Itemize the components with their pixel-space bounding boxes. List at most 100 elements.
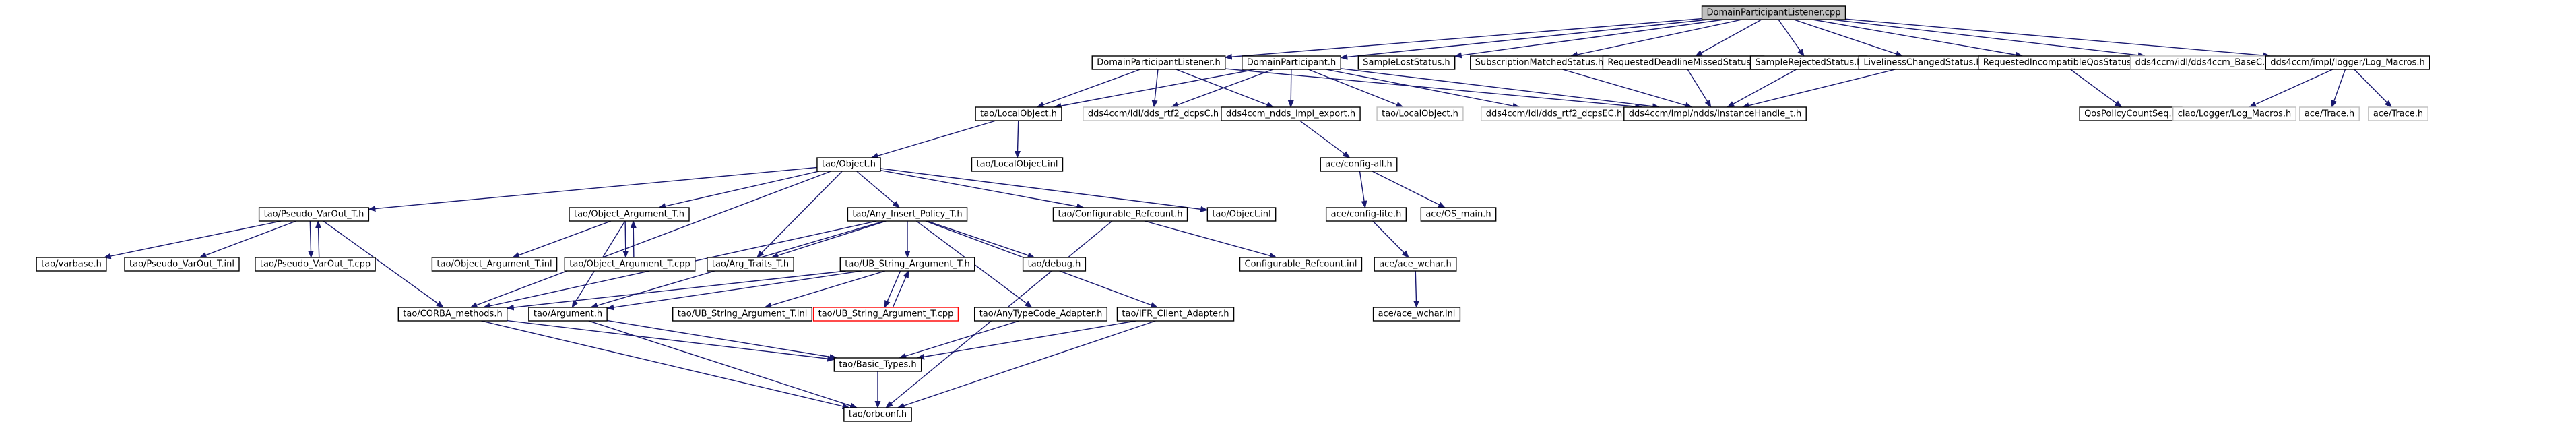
node-box xyxy=(707,257,794,272)
edge-dph-to-ihth xyxy=(1341,68,1661,110)
graph-node-rtf2ec[interactable]: dds4ccm/idl/dds_rtf2_dcpsEC.h xyxy=(1481,106,1628,121)
edge-ubs-to-argh xyxy=(606,270,862,311)
node-label: tao/CORBA_methods.h xyxy=(403,309,502,319)
graph-node-taoobj[interactable]: tao/Object.h xyxy=(816,157,881,172)
graph-node-dph[interactable]: DomainParticipant.h xyxy=(1242,55,1341,70)
graph-node-pvo[interactable]: tao/Pseudo_VarOut_T.h xyxy=(258,207,370,222)
graph-node-qpcs[interactable]: QosPolicyCountSeq.h xyxy=(2079,106,2183,121)
node-label: ciao/Logger/Log_Macros.h xyxy=(2178,109,2291,119)
node-box xyxy=(672,307,813,322)
graph-node-varbase[interactable]: tao/varbase.h xyxy=(36,257,107,272)
node-label: tao/Pseudo_VarOut_T.h xyxy=(264,210,364,220)
node-box xyxy=(528,307,608,322)
graph-node-ihth[interactable]: dds4ccm/impl/ndds/InstanceHandle_t.h xyxy=(1623,106,1807,121)
node-label: Configurable_Refcount.inl xyxy=(1245,259,1357,270)
node-label: tao/Argument.h xyxy=(534,309,602,319)
node-box xyxy=(847,207,968,222)
graph-node-taolo[interactable]: tao/LocalObject.h xyxy=(975,106,1062,121)
node-label: QosPolicyCountSeq.h xyxy=(2084,109,2177,119)
edge-root-to-basec xyxy=(1832,19,2146,59)
edge-taoobj-to-oinl xyxy=(880,168,1209,212)
graph-node-sms[interactable]: SubscriptionMatchedStatus.h xyxy=(1470,55,1609,70)
graph-node-acecfglite[interactable]: ace/config-lite.h xyxy=(1325,207,1407,222)
node-box xyxy=(1239,257,1363,272)
edge-srs-to-ihth xyxy=(1727,69,1797,108)
graph-node-oatinl[interactable]: tao/Object_Argument_T.inl xyxy=(431,257,558,272)
graph-node-ubscpp[interactable]: tao/UB_String_Argument_T.cpp xyxy=(812,307,959,322)
node-box xyxy=(255,257,376,272)
graph-node-rdms[interactable]: RequestedDeadlineMissedStatus.h xyxy=(1602,55,1765,70)
node-box xyxy=(397,307,508,322)
graph-node-argtraits[interactable]: tao/Arg_Traits_T.h xyxy=(707,257,794,272)
node-label: tao/LocalObject.h xyxy=(980,109,1057,119)
graph-node-argh[interactable]: tao/Argument.h xyxy=(528,307,608,322)
graph-node-acetrace1[interactable]: ace/Trace.h xyxy=(2299,106,2360,121)
node-box xyxy=(36,257,107,272)
graph-node-basic[interactable]: tao/Basic_Types.h xyxy=(833,357,922,372)
node-label: RequestedIncompatibleQosStatus.h xyxy=(1983,58,2139,68)
graph-node-dplh[interactable]: DomainParticipantListener.h xyxy=(1091,55,1226,70)
graph-node-basec[interactable]: dds4ccm/idl/dds4ccm_BaseC.h xyxy=(2129,55,2276,70)
graph-node-ciaolog[interactable]: ciao/Logger/Log_Macros.h xyxy=(2172,106,2296,121)
node-label: DomainParticipantListener.cpp xyxy=(1707,8,1841,18)
graph-node-taoloinl[interactable]: tao/LocalObject.inl xyxy=(971,157,1064,172)
node-box xyxy=(843,407,912,422)
edge-dplh-to-ihth xyxy=(1225,68,1643,110)
edge-oat-to-oatcpp xyxy=(622,220,629,259)
graph-node-anytc[interactable]: tao/AnyTypeCode_Adapter.h xyxy=(973,307,1108,322)
edge-dph-to-tlo2 xyxy=(1308,69,1404,108)
graph-node-aip[interactable]: tao/Any_Insert_Policy_T.h xyxy=(847,207,968,222)
graph-node-oinl[interactable]: tao/Object.inl xyxy=(1206,207,1277,222)
node-box xyxy=(1701,5,1846,20)
node-label: tao/Arg_Traits_T.h xyxy=(712,259,789,270)
graph-node-riqs[interactable]: RequestedIncompatibleQosStatus.h xyxy=(1978,55,2145,70)
edge-dplh-to-ndds xyxy=(1176,69,1275,108)
graph-node-ndds[interactable]: dds4ccm_ndds_impl_export.h xyxy=(1221,106,1361,121)
graph-node-tlo2[interactable]: tao/LocalObject.h xyxy=(1376,106,1464,121)
node-label: tao/IFR_Client_Adapter.h xyxy=(1122,309,1229,319)
edge-taolo-to-taoobj xyxy=(870,120,996,159)
graph-node-logm[interactable]: dds4ccm/impl/logger/Log_Macros.h xyxy=(2265,55,2430,70)
graph-node-srs[interactable]: SampleRejectedStatus.h xyxy=(1749,55,1868,70)
graph-node-root[interactable]: DomainParticipantListener.cpp xyxy=(1701,5,1846,20)
graph-node-debug[interactable]: tao/debug.h xyxy=(1022,257,1087,272)
edge-root-to-dplh xyxy=(1224,18,1702,60)
edge-pvo-to-varbase xyxy=(103,220,282,259)
edge-root-to-rdms xyxy=(1695,19,1762,57)
edge-acewchar-to-acewcharinl xyxy=(1413,270,1419,309)
edge-root-to-sms xyxy=(1570,19,1743,58)
graph-node-oat[interactable]: tao/Object_Argument_T.h xyxy=(569,207,690,222)
graph-node-corbam[interactable]: tao/CORBA_methods.h xyxy=(397,307,508,322)
graph-node-ubsinl[interactable]: tao/UB_String_Argument_T.inl xyxy=(672,307,813,322)
node-label: tao/orbconf.h xyxy=(849,410,907,420)
node-box xyxy=(1206,207,1277,222)
graph-node-acewchar[interactable]: ace/ace_wchar.h xyxy=(1374,257,1457,272)
graph-node-pvoinl[interactable]: tao/Pseudo_VarOut_T.inl xyxy=(124,257,240,272)
graph-node-oatcpp[interactable]: tao/Object_Argument_T.cpp xyxy=(564,257,696,272)
graph-node-cref[interactable]: tao/Configurable_Refcount.h xyxy=(1052,207,1188,222)
graph-node-orbconf[interactable]: tao/orbconf.h xyxy=(843,407,912,422)
graph-node-pvocpp[interactable]: tao/Pseudo_VarOut_T.cpp xyxy=(255,257,376,272)
edge-root-to-srs xyxy=(1778,19,1805,57)
edge-ubs-to-ubsinl xyxy=(764,270,886,309)
graph-node-acewcharinl[interactable]: ace/ace_wchar.inl xyxy=(1372,307,1461,322)
node-box xyxy=(564,257,696,272)
graph-node-sls[interactable]: SampleLostStatus.h xyxy=(1357,55,1456,70)
node-box xyxy=(1091,55,1226,70)
edge-argh-to-orbconf xyxy=(588,320,858,409)
graph-node-ubs[interactable]: tao/UB_String_Argument_T.h xyxy=(839,257,975,272)
graph-node-rtf2c[interactable]: dds4ccm/idl/dds_rtf2_dcpsC.h xyxy=(1083,106,1224,121)
edge-corbam-to-basic xyxy=(507,319,835,362)
graph-node-acetrace2[interactable]: ace/Trace.h xyxy=(2368,106,2428,121)
node-box xyxy=(1623,106,1807,121)
graph-node-lcs[interactable]: LivelinessChangedStatus.h xyxy=(1858,55,1987,70)
graph-node-acecfgall[interactable]: ace/config-all.h xyxy=(1320,157,1398,172)
graph-node-osmain[interactable]: ace/OS_main.h xyxy=(1420,207,1497,222)
node-label: dds4ccm/idl/dds_rtf2_dcpsC.h xyxy=(1088,109,1219,119)
edge-pvo-to-pvoinl xyxy=(199,220,296,258)
graph-node-ifr[interactable]: tao/IFR_Client_Adapter.h xyxy=(1116,307,1235,322)
node-label: SampleLostStatus.h xyxy=(1363,58,1450,68)
node-label: ace/config-all.h xyxy=(1325,160,1392,170)
graph-node-crefinl[interactable]: Configurable_Refcount.inl xyxy=(1239,257,1363,272)
